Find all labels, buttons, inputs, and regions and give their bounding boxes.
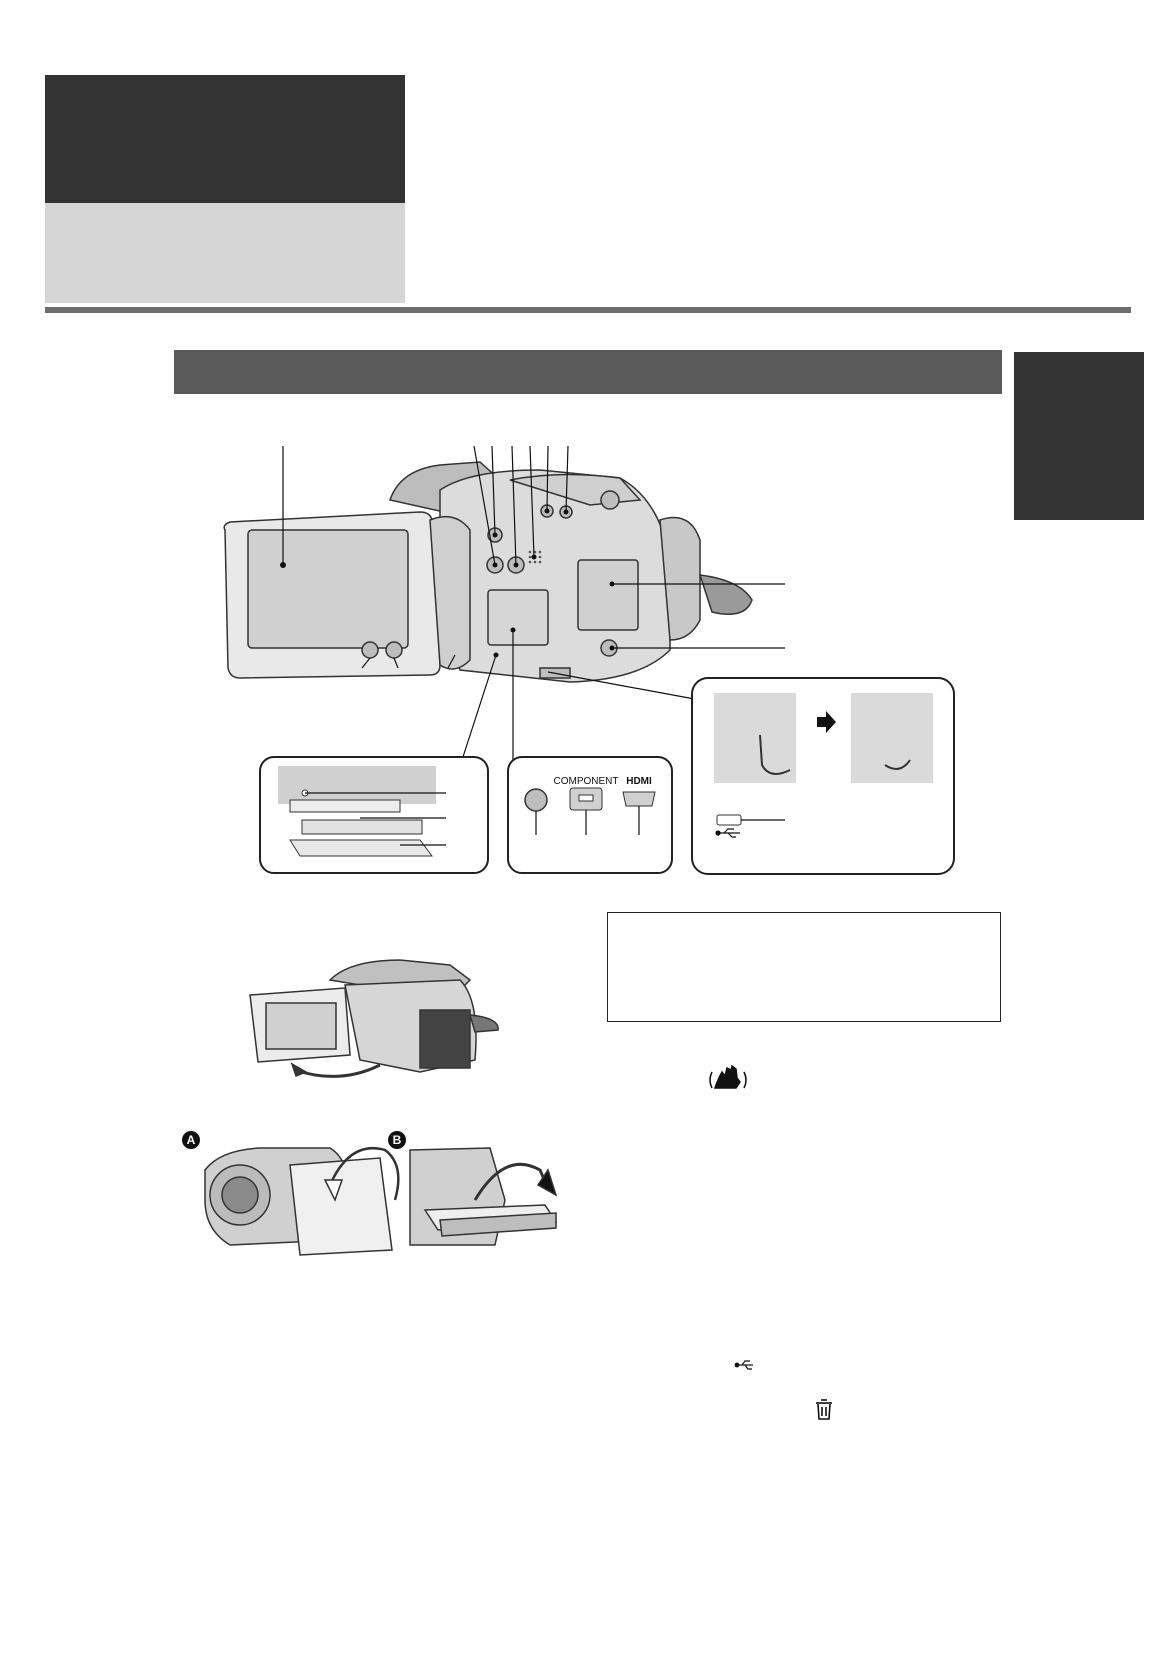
chapter-subheader-block: [45, 203, 405, 303]
camcorder-lcd-open-illustration: [249, 959, 499, 1078]
trash-icon: [816, 1399, 832, 1420]
note-box: [607, 912, 1001, 1022]
av-jack: [524, 788, 548, 812]
header-divider: [45, 307, 1131, 313]
rotation-illustration-b: B: [388, 1131, 558, 1246]
right-arrow-icon: [817, 711, 836, 733]
rotation-illustration-a: A: [182, 1131, 400, 1256]
hand-shake-icon: [709, 1064, 747, 1089]
inset-card-slot: [259, 756, 489, 874]
chapter-side-tab: [1014, 352, 1144, 520]
usb-icon: [715, 828, 740, 838]
callout-lines: [282, 445, 785, 761]
usb-icon: [734, 1360, 753, 1370]
component-label: COMPONENT: [554, 776, 619, 787]
hdmi-port: [622, 791, 656, 807]
inset-av-ports: COMPONENT HDMI: [507, 756, 673, 874]
camcorder-main-illustration: [223, 461, 753, 683]
callout-dots: [280, 508, 615, 658]
chapter-header-block: [45, 75, 405, 203]
usb-port: [716, 814, 742, 826]
marker-b: B: [393, 1133, 402, 1147]
marker-a: A: [187, 1133, 196, 1147]
hdmi-label: HDMI: [626, 776, 652, 787]
inset-usb-cover: [691, 677, 955, 875]
section-title-bar: [174, 350, 1002, 394]
